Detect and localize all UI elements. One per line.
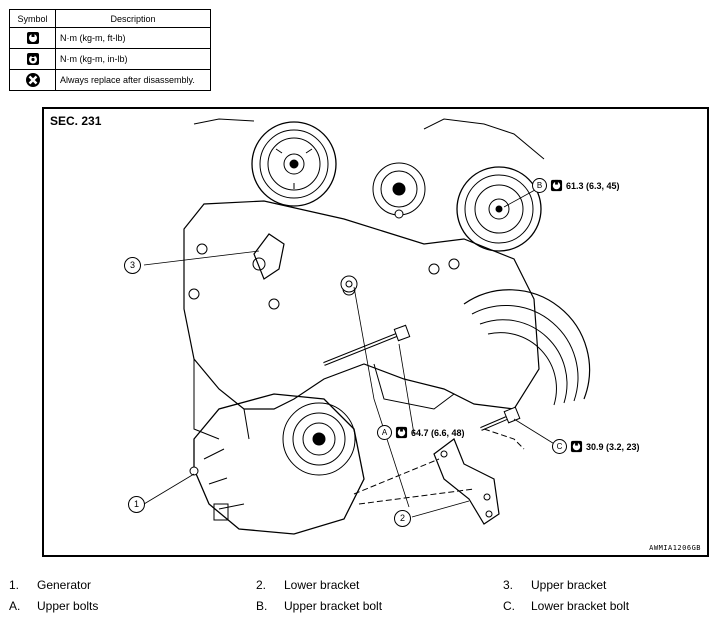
torque-value-b: 61.3 (6.3, 45) [566,180,620,191]
legend-row: N·m (kg-m, in-lb) [9,48,211,70]
callout-a: A [377,425,392,440]
lower-bracket-bolt-c [480,406,521,431]
callout-b: B [532,178,547,193]
torque-wrench-in-lb-icon [26,53,39,65]
leader-lines [143,184,557,518]
part-item: 3.Upper bracket [503,578,607,592]
assembly-lines [353,428,525,505]
lower-bracket [433,438,500,525]
torque-value-a: 64.7 (6.6, 48) [411,427,465,438]
torque-spec-a: 64.7 (6.6, 48) [395,426,465,439]
part-item: B.Upper bracket bolt [256,599,383,613]
upper-bracket [253,233,285,280]
torque-wrench-ft-lb-icon [570,440,583,453]
callout-3: 3 [124,257,141,274]
torque-wrench-ft-lb-icon [26,32,39,44]
section-label: SEC. 231 [50,114,102,128]
torque-spec-b: 61.3 (6.3, 45) [550,179,620,192]
generator-body [189,393,365,535]
part-item: 2.Lower bracket [256,578,360,592]
torque-wrench-ft-lb-icon [550,179,563,192]
always-replace-icon [25,73,40,87]
upper-bolt-a [323,275,411,366]
diagram-frame: SEC. 231 B 61.3 (6.3, 45) 3 A 64.7 (6.6,… [42,107,709,557]
legend-header-row: Symbol Description [9,9,211,28]
figure-reference-code: AWMIA1206GB [649,544,701,552]
legend-description: Always replace after disassembly. [55,69,211,91]
part-item: A.Upper bolts [9,599,99,613]
legend-description: N·m (kg-m, ft-lb) [55,27,211,49]
torque-value-c: 30.9 (3.2, 23) [586,441,640,452]
engine-bolts [188,209,460,310]
torque-wrench-ft-lb-icon [395,426,408,439]
callout-2: 2 [394,510,411,527]
crankshaft-pulley [463,289,591,406]
legend-header-description: Description [55,9,211,28]
legend-header-symbol: Symbol [9,9,56,28]
callout-c: C [552,439,567,454]
symbol-legend-table: Symbol Description N·m (kg-m, ft-lb) N·m… [9,9,211,91]
part-item: 1.Generator [9,578,92,592]
legend-description: N·m (kg-m, in-lb) [55,48,211,70]
callout-1: 1 [128,496,145,513]
tensioner-pulley [456,166,542,252]
crank-pulley-upper [251,121,337,207]
legend-row: Always replace after disassembly. [9,69,211,91]
part-item: C.Lower bracket bolt [503,599,630,613]
legend-row: N·m (kg-m, ft-lb) [9,27,211,49]
torque-spec-c: 30.9 (3.2, 23) [570,440,640,453]
idler-pulley [372,162,426,216]
engine-drawing [143,118,591,535]
